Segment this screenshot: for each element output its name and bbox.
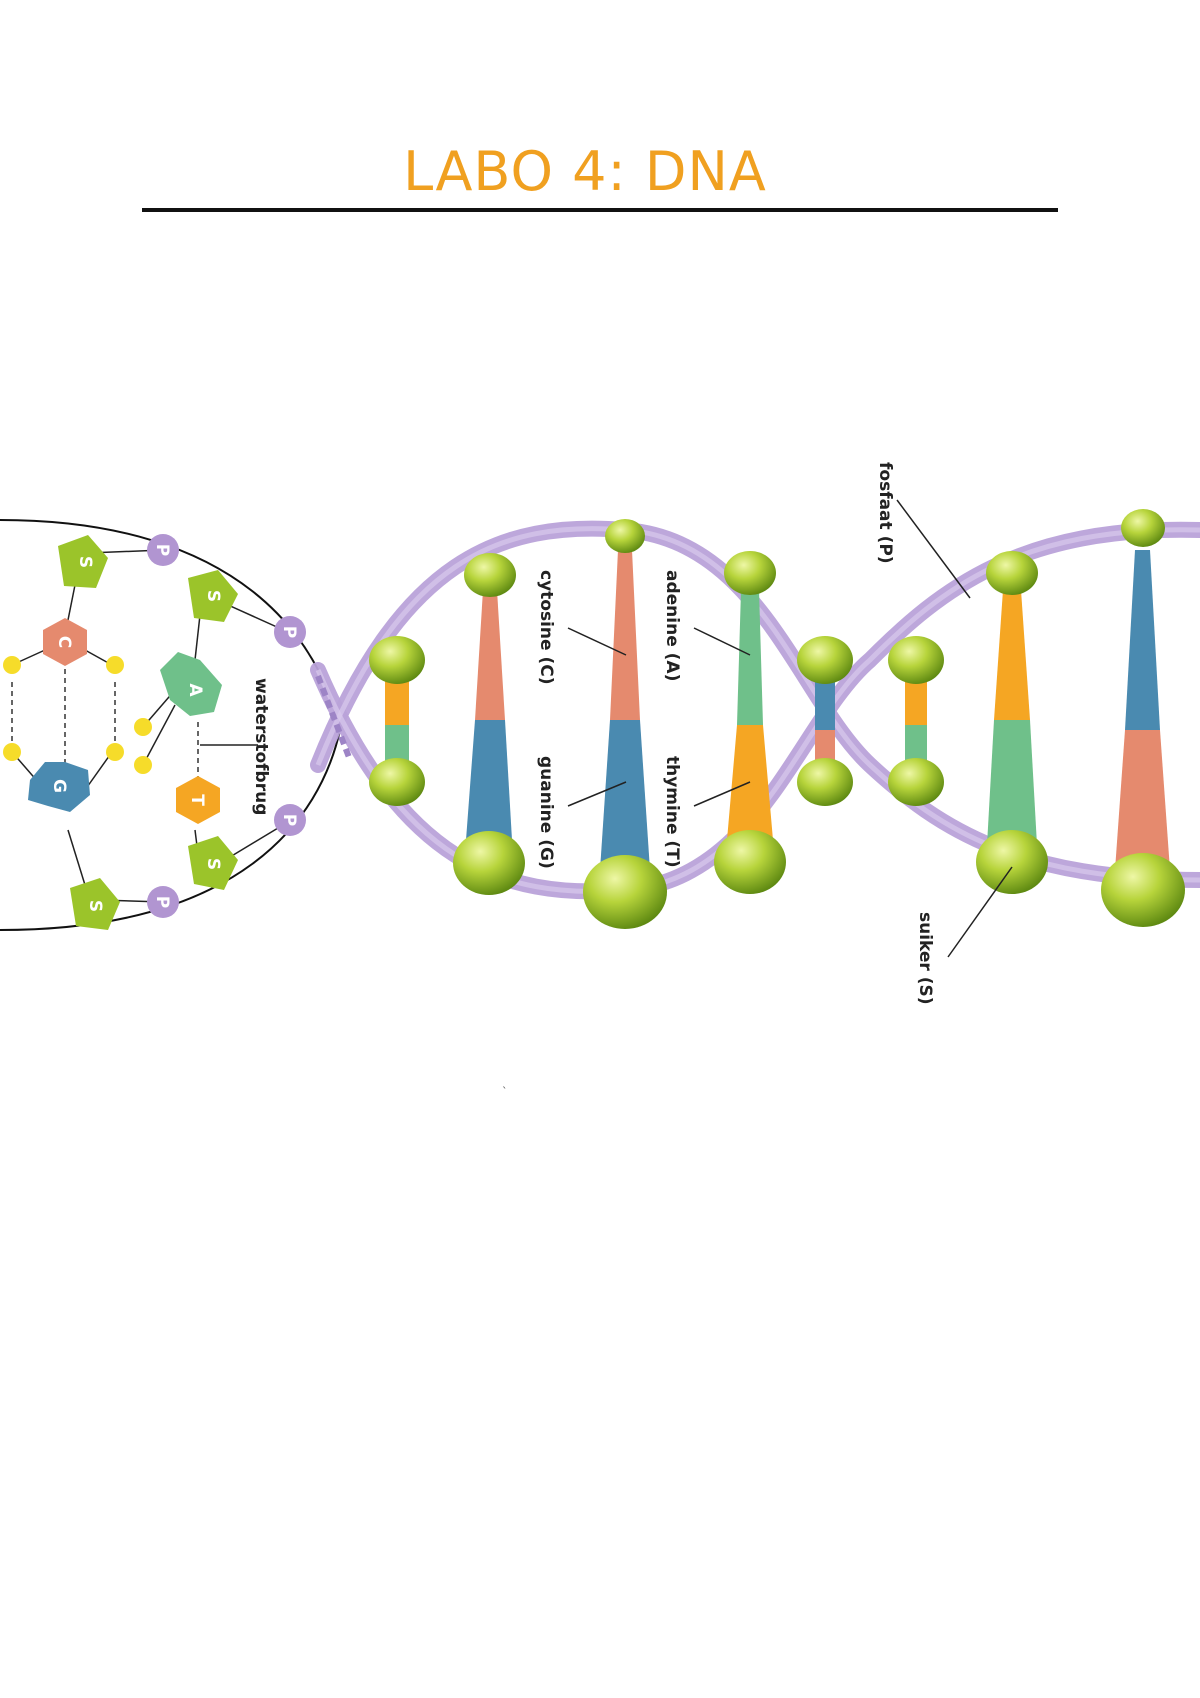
label-cytosine: cytosine (C) [536,570,556,684]
sugar-pentagon [188,570,238,622]
sugar-ball [583,855,667,929]
hydrogen-dot [134,718,152,736]
sugar-ball [1101,853,1185,927]
phosphate-letter: P [279,814,299,826]
sugar-pentagon [70,878,120,930]
stray-mark: ` [502,1085,508,1098]
base-pair-rung [475,590,505,720]
phosphate-circle [147,886,179,918]
double-helix [310,509,1200,929]
sugar-pentagon [188,836,238,890]
leader-line [693,627,751,656]
phosphate-letter: P [152,896,172,908]
sugar-letter: S [203,858,223,870]
sugar-ball [888,758,944,806]
label-guanine: guanine (G) [536,756,556,869]
sugar-ball [976,830,1048,894]
label-thymine: thymine (T) [662,756,682,868]
adenine-shape [160,652,222,716]
sugar-letter: S [203,590,223,602]
label-fosfaat: fosfaat (P) [875,462,895,564]
hydrogen-dot [106,656,124,674]
base-pair-rung [737,590,763,725]
label-suiker: suiker (S) [915,912,935,1005]
schematic-outline [0,519,342,931]
guanine-letter: G [49,779,69,793]
base-pair-rung [987,720,1037,845]
sugar-ball [1121,509,1165,547]
sugar-ball [797,636,853,684]
cytosine-letter: C [54,636,74,648]
label-waterstofbrug: waterstofbrug [251,678,271,815]
sugar-ball [369,758,425,806]
hydrogen-dot [3,743,21,761]
leader-line [896,499,971,599]
sugar-ball [724,551,776,595]
base-pair-rung [815,730,835,765]
sugar-ball [986,551,1038,595]
leader-line [567,627,627,656]
base-pair-rung [1115,730,1170,870]
phosphate-circle [274,804,306,836]
cytosine-hexagon [43,618,87,666]
base-pair-rung [905,725,927,765]
thymine-hexagon [176,776,220,824]
base-pair-rung [815,670,835,730]
leader-line [947,866,1013,958]
base-pair-rung [385,725,409,765]
thymine-letter: T [187,794,207,806]
base-pair-rung [610,550,640,720]
title-divider [142,208,1058,212]
guanine-shape [28,762,90,812]
sugar-pentagon [58,535,108,588]
phosphate-circle [147,534,179,566]
hydrogen-dot [3,656,21,674]
base-pair-rung [466,720,512,840]
base-pair-rung [905,670,927,725]
leader-line [567,781,627,807]
sugar-ball [453,831,525,895]
phosphate-circle [274,616,306,648]
base-pair-rung [1125,550,1160,730]
sugar-ball [464,553,516,597]
sugar-ball [605,519,645,553]
phosphate-letter: P [152,544,172,556]
base-pair-rung [600,720,650,870]
sugar-letter: S [85,900,105,912]
phosphate-letter: P [279,626,299,638]
base-pair-rung [385,680,409,725]
leader-line [693,781,751,807]
cut-marker [315,674,353,762]
label-adenine: adenine (A) [662,570,682,681]
adenine-letter: A [185,683,205,697]
sugar-ball [797,758,853,806]
sugar-ball [888,636,944,684]
page-title: LABO 4: DNA [403,140,767,203]
schematic-panel: S S S S P P P P C G A T wat [0,519,342,931]
base-pair-rung [994,590,1030,720]
sugar-ball [714,830,786,894]
sugar-letter: S [75,556,95,568]
hydrogen-dot [106,743,124,761]
hydrogen-dot [134,756,152,774]
sugar-ball [369,636,425,684]
